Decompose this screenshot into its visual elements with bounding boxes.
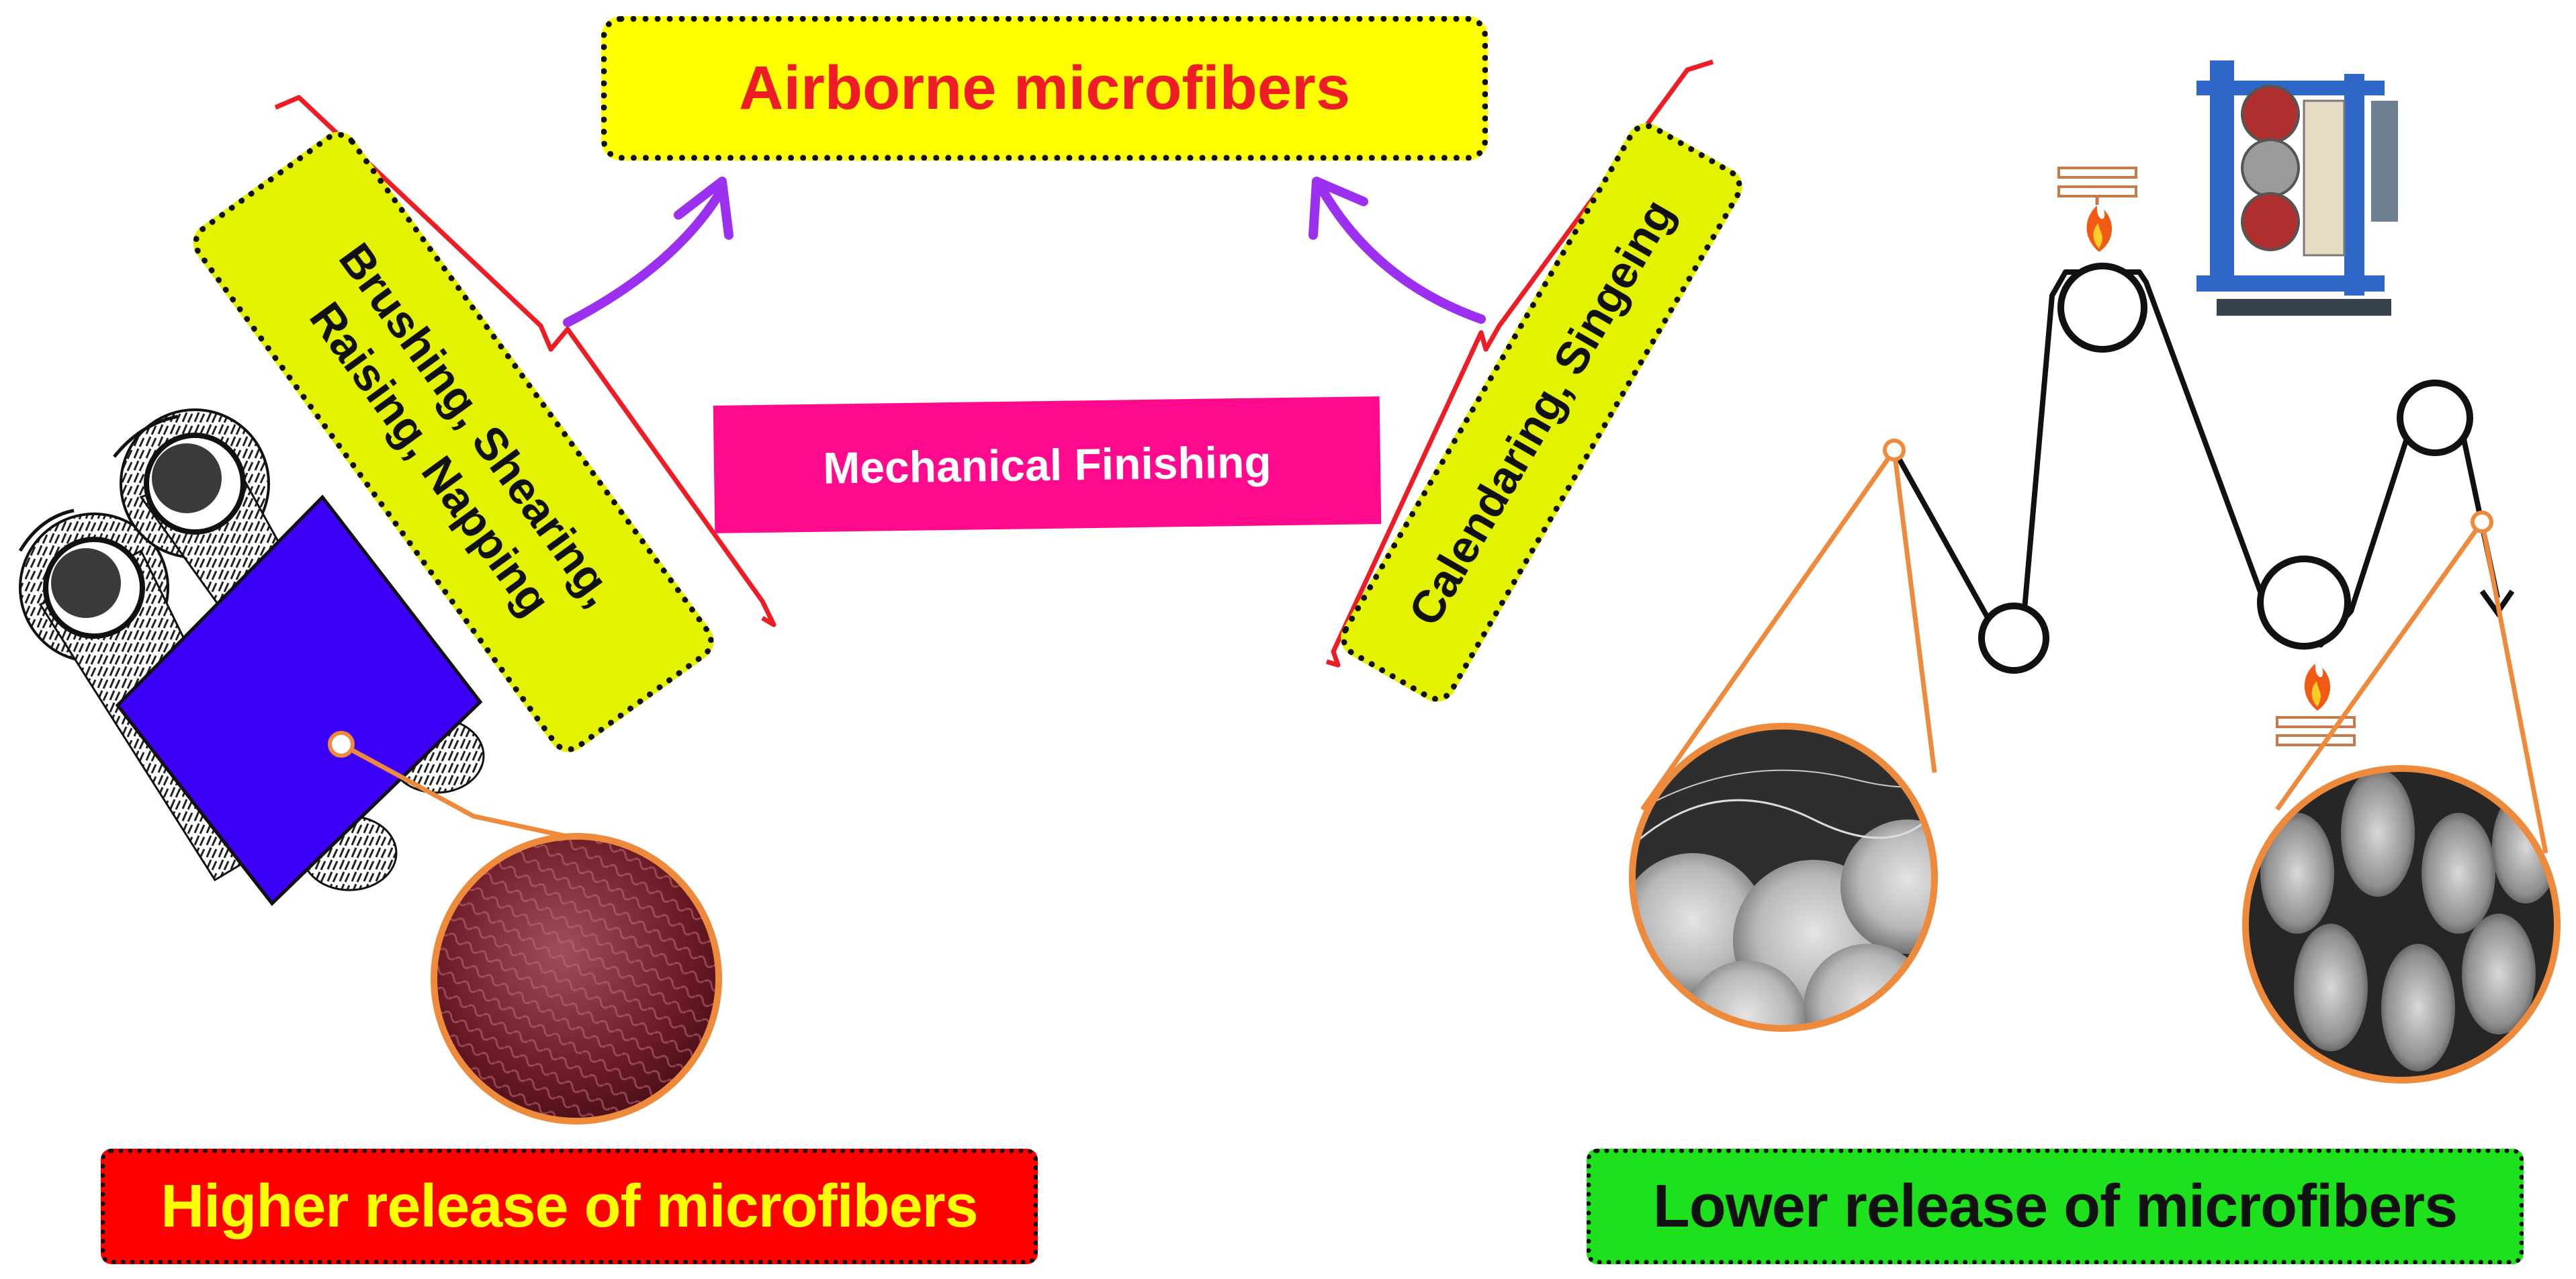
flame-icon [2276, 664, 2356, 746]
higher-release-label: Higher release of microfibers [101, 1149, 1038, 1264]
callout-cone-mid [1640, 439, 1937, 811]
fabric-sheet-icon [115, 494, 483, 906]
arrow-right-to-title [1308, 177, 1486, 324]
mechanical-finishing-label: Mechanical Finishing [713, 396, 1382, 533]
lower-release-label: Lower release of microfibers [1587, 1149, 2524, 1264]
calender-machine-icon [2196, 60, 2398, 316]
fuzzy-fabric-closeup [1629, 723, 1938, 1032]
fabric-path [1892, 263, 2515, 674]
fabric-callout-point [328, 731, 355, 758]
flame-icon [2057, 167, 2137, 252]
arrow-left-to-title [563, 177, 734, 327]
right-brace [1326, 59, 1714, 668]
title-label: Airborne microfibers [601, 16, 1488, 161]
callout-cone-right [2275, 511, 2548, 854]
napped-fabric-closeup [431, 833, 722, 1124]
singed-fabric-closeup [2242, 765, 2561, 1084]
